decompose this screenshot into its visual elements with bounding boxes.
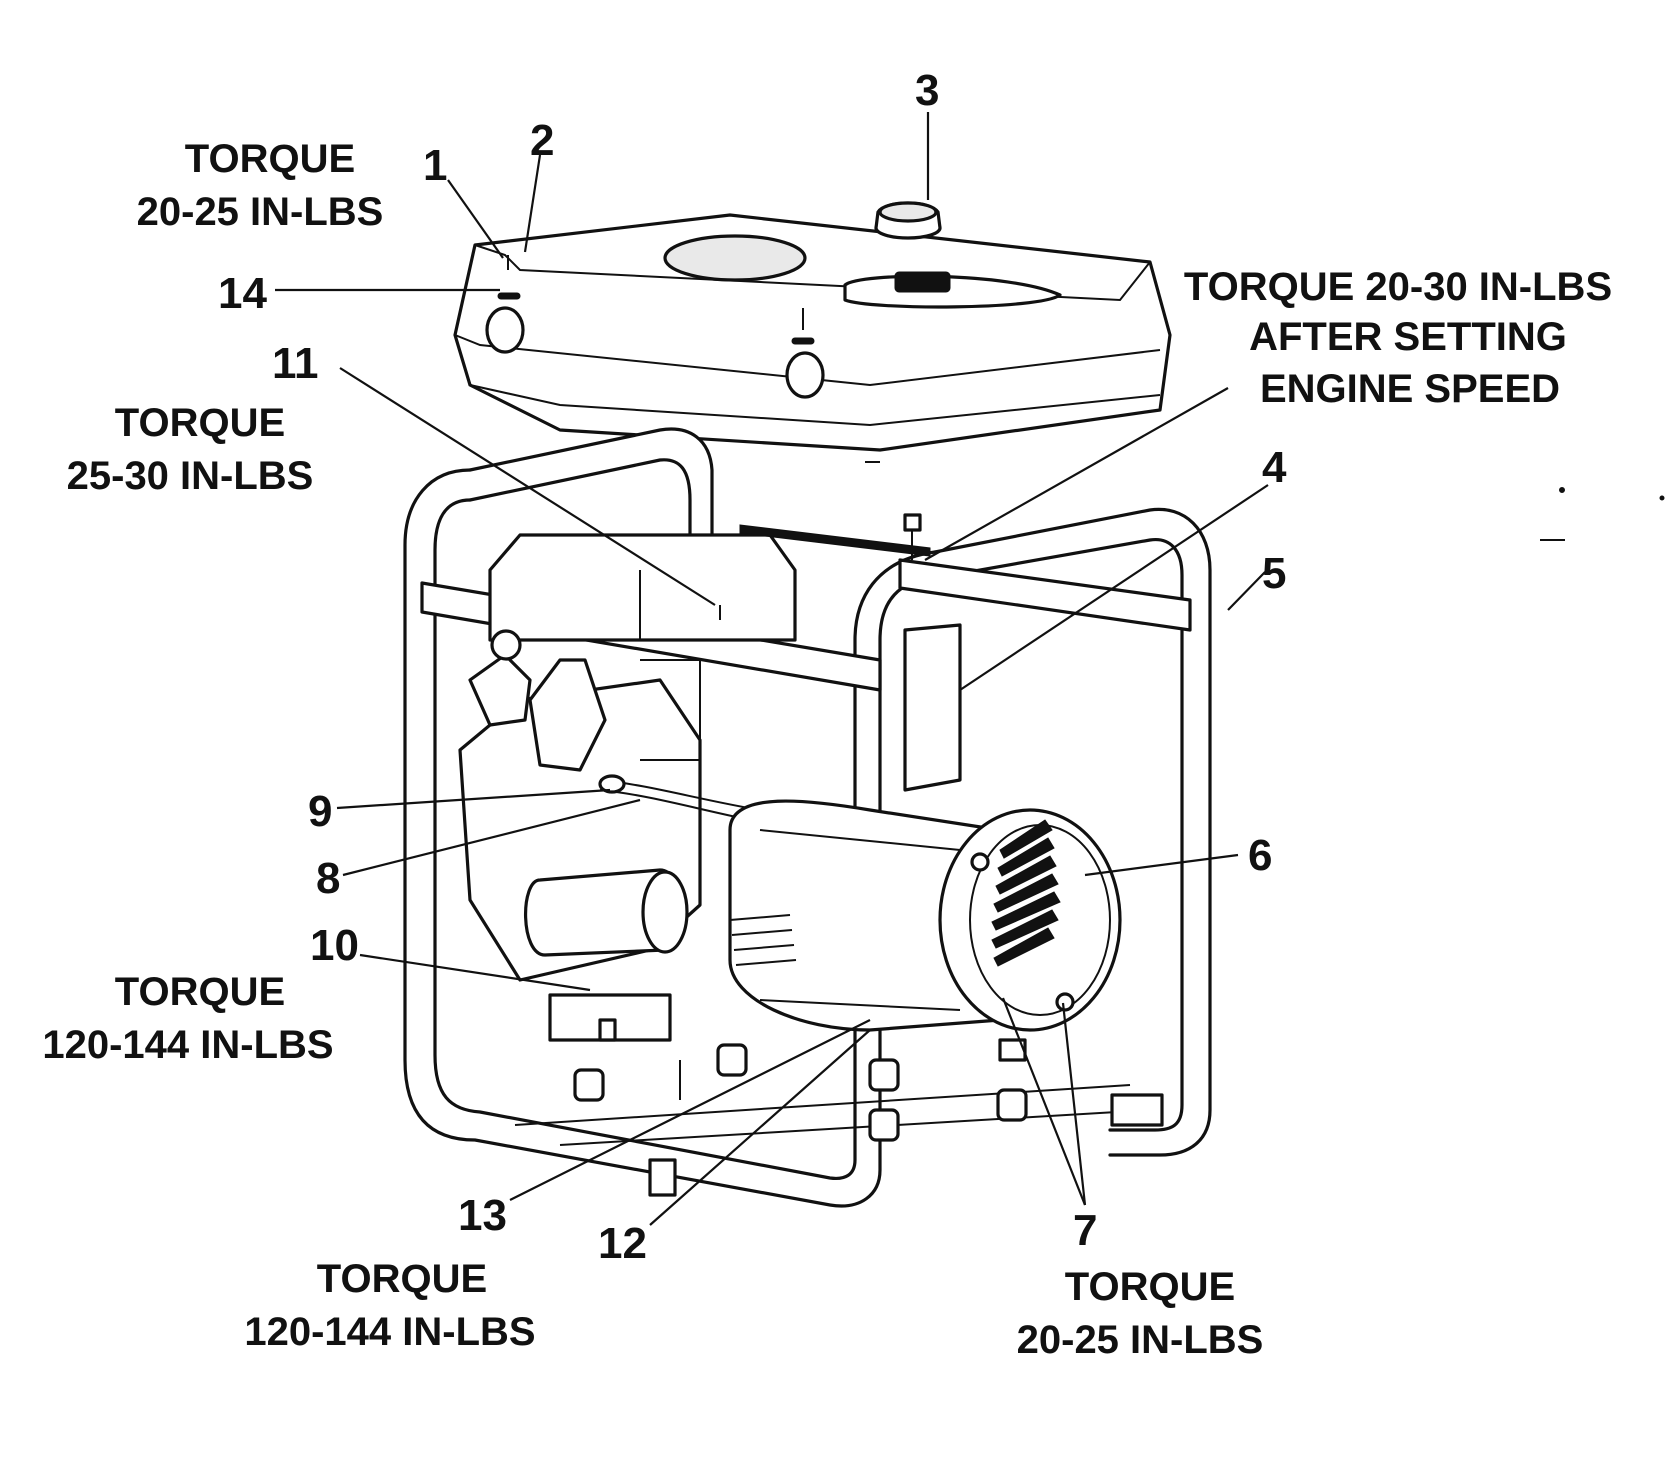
callout-numbers: 1 2 3 4 5 6 7 8 9 10 11 12 13 14: [218, 66, 1287, 1268]
callout-9: 9: [308, 787, 332, 836]
torque-note-left-mid: TORQUE 25-30 IN-LBS: [67, 401, 314, 498]
callout-1: 1: [423, 141, 447, 190]
callout-11: 11: [272, 339, 319, 388]
svg-text:AFTER SETTING: AFTER SETTING: [1249, 315, 1567, 359]
callout-4: 4: [1262, 443, 1287, 492]
callout-7: 7: [1073, 1206, 1097, 1255]
svg-text:120-144 IN-LBS: 120-144 IN-LBS: [244, 1310, 535, 1354]
engine: [458, 513, 962, 1042]
callout-5: 5: [1262, 549, 1286, 598]
callout-2: 2: [530, 116, 554, 165]
callout-10: 10: [310, 921, 359, 970]
svg-text:TORQUE: TORQUE: [115, 970, 285, 1014]
vibration-mounts: [573, 1038, 1164, 1142]
scan-speckles: [1540, 487, 1665, 541]
callout-3: 3: [915, 66, 939, 115]
alternator-louvres: [991, 819, 1061, 967]
svg-text:120-144 IN-LBS: 120-144 IN-LBS: [42, 1023, 333, 1067]
svg-text:20-25 IN-LBS: 20-25 IN-LBS: [137, 190, 384, 234]
torque-note-top-right: TORQUE 20-30 IN-LBS AFTER SETTING ENGINE…: [1184, 265, 1612, 411]
svg-text:TORQUE: TORQUE: [1065, 1265, 1235, 1309]
callout-14: 14: [218, 269, 267, 318]
svg-text:ENGINE SPEED: ENGINE SPEED: [1260, 367, 1560, 411]
torque-note-bottom-right: TORQUE 20-25 IN-LBS: [1017, 1265, 1264, 1362]
torque-note-bottom-mid: TORQUE 120-144 IN-LBS: [244, 1257, 535, 1354]
callout-13: 13: [458, 1191, 507, 1240]
svg-text:TORQUE: TORQUE: [115, 401, 285, 445]
fuel-cap: [874, 201, 942, 240]
alternator: [728, 799, 1122, 1032]
svg-text:TORQUE: TORQUE: [317, 1257, 487, 1301]
callout-6: 6: [1248, 831, 1272, 880]
fuel-tank-cover: [453, 213, 1172, 463]
svg-text:20-25 IN-LBS: 20-25 IN-LBS: [1017, 1318, 1264, 1362]
svg-text:TORQUE: TORQUE: [185, 137, 355, 181]
torque-note-top-left: TORQUE 20-25 IN-LBS: [137, 137, 384, 234]
svg-text:TORQUE 20-30 IN-LBS: TORQUE 20-30 IN-LBS: [1184, 265, 1612, 309]
torque-note-left-low: TORQUE 120-144 IN-LBS: [42, 970, 333, 1067]
leader-lines: [275, 112, 1269, 1226]
callout-12: 12: [598, 1219, 647, 1268]
torque-notes: TORQUE 20-25 IN-LBS TORQUE 25-30 IN-LBS …: [42, 137, 1612, 1362]
svg-text:25-30 IN-LBS: 25-30 IN-LBS: [67, 454, 314, 498]
callout-8: 8: [316, 854, 340, 903]
